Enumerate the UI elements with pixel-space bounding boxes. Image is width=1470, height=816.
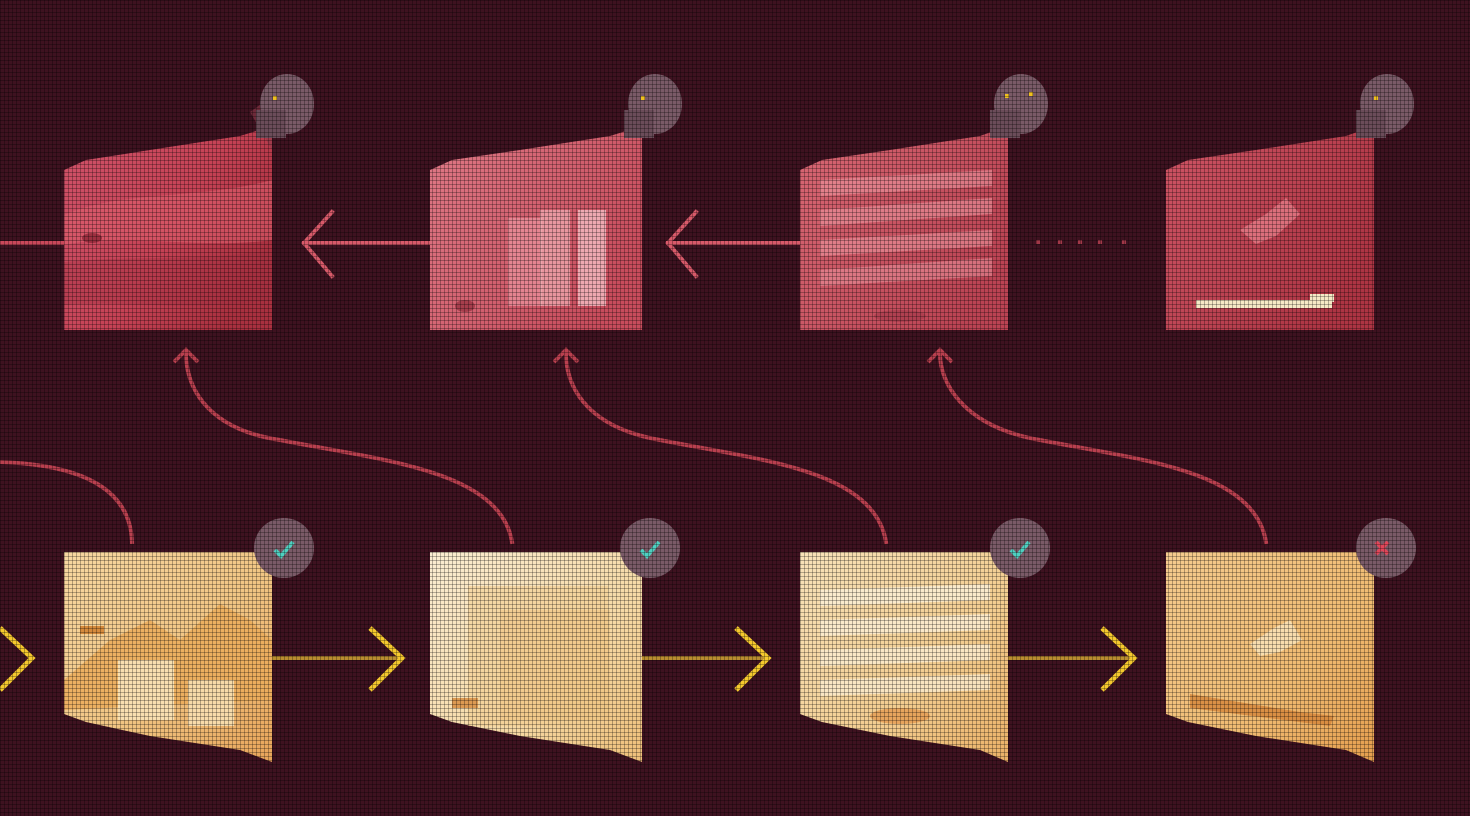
- source-panel-3: [800, 126, 1008, 330]
- result-panel-2: [430, 552, 642, 762]
- dot-camera-icon: [990, 74, 1048, 138]
- bottom-input-arrow: [0, 626, 36, 692]
- top-arrow-2: [665, 209, 802, 279]
- dot-camera-icon: [1356, 74, 1414, 138]
- top-dotted-connector: [1036, 240, 1126, 244]
- checkmark-icon: [990, 518, 1050, 578]
- feedback-curve-0: [0, 459, 135, 545]
- bottom-arrow-3: [1008, 626, 1138, 692]
- result-panel-1: [64, 552, 272, 762]
- source-panel-1: [64, 96, 272, 330]
- source-panel-4: [1166, 126, 1374, 330]
- bottom-arrow-2: [642, 626, 772, 692]
- result-panel-4: [1166, 552, 1374, 762]
- feedback-arrowheads: [172, 347, 954, 364]
- top-arrow-1: [301, 209, 432, 279]
- feedback-curve-1: [183, 351, 515, 545]
- checkmark-icon: [620, 518, 680, 578]
- dot-camera-icon: [624, 74, 682, 138]
- bottom-arrow-1: [272, 626, 406, 692]
- feedback-curve-3: [937, 351, 1269, 545]
- result-panel-3: [800, 552, 1008, 762]
- checkmark-icon: [254, 518, 314, 578]
- cross-icon: [1356, 518, 1416, 578]
- dot-camera-icon: [256, 74, 314, 138]
- feedback-curve-2: [563, 351, 889, 545]
- feedback-curves: [0, 351, 1269, 545]
- source-panel-2: [430, 126, 642, 330]
